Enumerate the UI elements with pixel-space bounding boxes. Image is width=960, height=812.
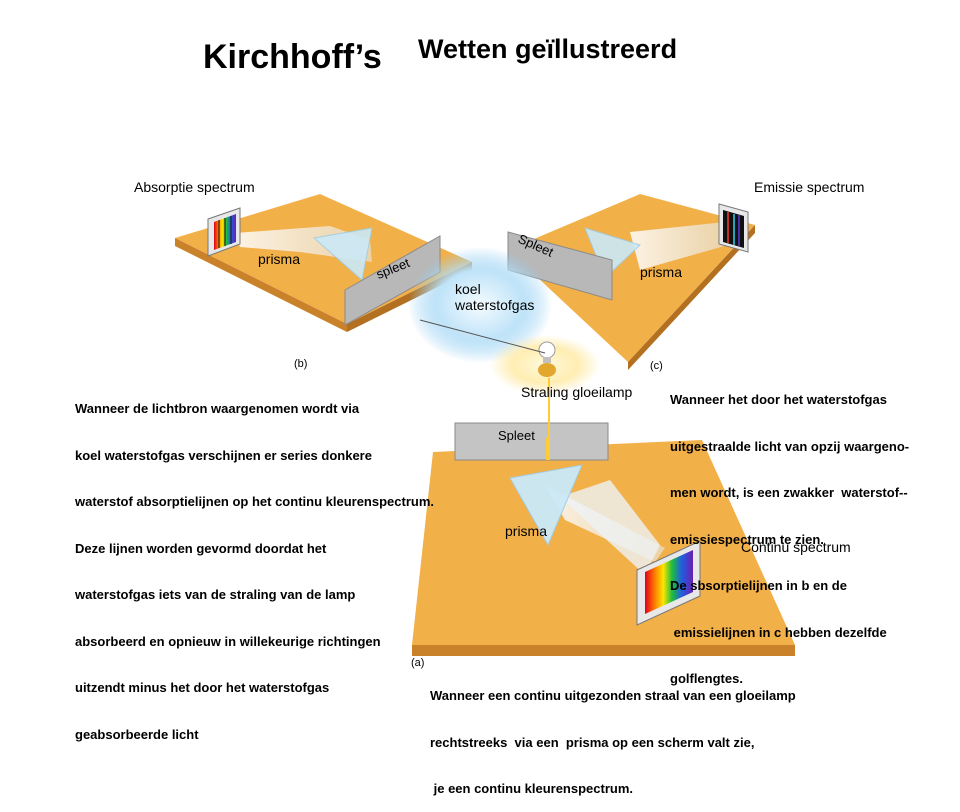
emission-beam	[630, 222, 728, 270]
absorption-spectrum-label: Absorptie spectrum	[134, 179, 255, 195]
panel-c-label: (c)	[650, 360, 663, 372]
absorption-line: Deze lijnen worden gevormd doordat het	[75, 540, 327, 556]
lamp-radiation-label: Straling gloeilamp	[521, 384, 633, 400]
emission-line: men wordt, is een zwakker waterstof--	[670, 485, 908, 500]
absorption-line: Wanneer de lichtbron waargenomen wordt v…	[75, 401, 360, 416]
absorption-line: waterstof absorptielijnen op het continu…	[75, 494, 434, 509]
prism-label-b: prisma	[258, 251, 301, 267]
continuous-screen	[636, 540, 701, 626]
emission-line: Wanneer het door het waterstofgas	[670, 392, 887, 407]
prism-label-c: prisma	[640, 264, 683, 280]
continuous-slit-opening	[546, 438, 550, 460]
panel-b-label: (b)	[294, 358, 308, 370]
absorption-line: koel waterstofgas verschijnen er series …	[75, 447, 372, 463]
absorption-line: waterstofgas iets van de straling van de…	[75, 587, 356, 602]
continuous-spectrum-label: Continu spectrum	[741, 539, 851, 555]
continuous-slit-panel	[454, 422, 609, 461]
cool-gas-label-line1: koel	[455, 281, 481, 297]
emission-line: emissiespectrum te zien.	[670, 531, 824, 547]
emission-line: emissielijnen in c hebben dezelfde	[670, 624, 887, 640]
light-bulb-icon	[538, 341, 556, 377]
cool-gas-label: koel waterstofgas	[455, 281, 534, 313]
continuous-explanation: Wanneer een continu uitgezonden straal v…	[430, 657, 796, 812]
emission-line: golflengtes.	[670, 671, 743, 686]
hydrogen-gas-cloud	[408, 247, 552, 363]
lamp-to-gas-line	[419, 319, 546, 354]
prism-label-a: prisma	[505, 523, 548, 539]
cool-gas-label-line2: waterstofgas	[455, 297, 535, 313]
absorption-line: geabsorbeerde licht	[75, 726, 199, 742]
absorption-screen	[207, 207, 241, 257]
emission-screen	[718, 203, 749, 253]
emission-spectrum-label: Emissie spectrum	[754, 179, 865, 195]
kirchhoff-diagram	[175, 194, 795, 656]
emission-explanation: Wanneer het door het waterstofgas uitges…	[670, 361, 909, 702]
absorption-line: uitzendt minus het door het waterstofgas	[75, 680, 330, 695]
absorption-explanation: Wanneer de lichtbron waargenomen wordt v…	[75, 370, 434, 758]
panel-a-label: (a)	[411, 657, 425, 669]
absorption-line: absorbeerd en opnieuw in willekeurige ri…	[75, 633, 381, 649]
continuous-prism	[509, 464, 583, 547]
absorption-prism	[312, 227, 373, 281]
slit-label-a: Spleet	[498, 428, 535, 443]
title-part2: Wetten geïllustreerd	[418, 34, 678, 64]
emission-line: uitgestraalde licht van opzij waargeno-	[670, 438, 910, 454]
continuous-line: je een continu kleurenspectrum.	[430, 781, 633, 796]
continuous-line: Wanneer een continu uitgezonden straal v…	[430, 688, 796, 703]
continuous-beam-to-screen	[560, 480, 660, 575]
emission-prism	[584, 227, 641, 279]
emission-line: De sbsorptielijnen in b en de	[670, 578, 847, 593]
continuous-line: rechtstreeks via een prisma op een scher…	[430, 734, 755, 750]
title-part1: Kirchhoff’s	[203, 38, 382, 76]
